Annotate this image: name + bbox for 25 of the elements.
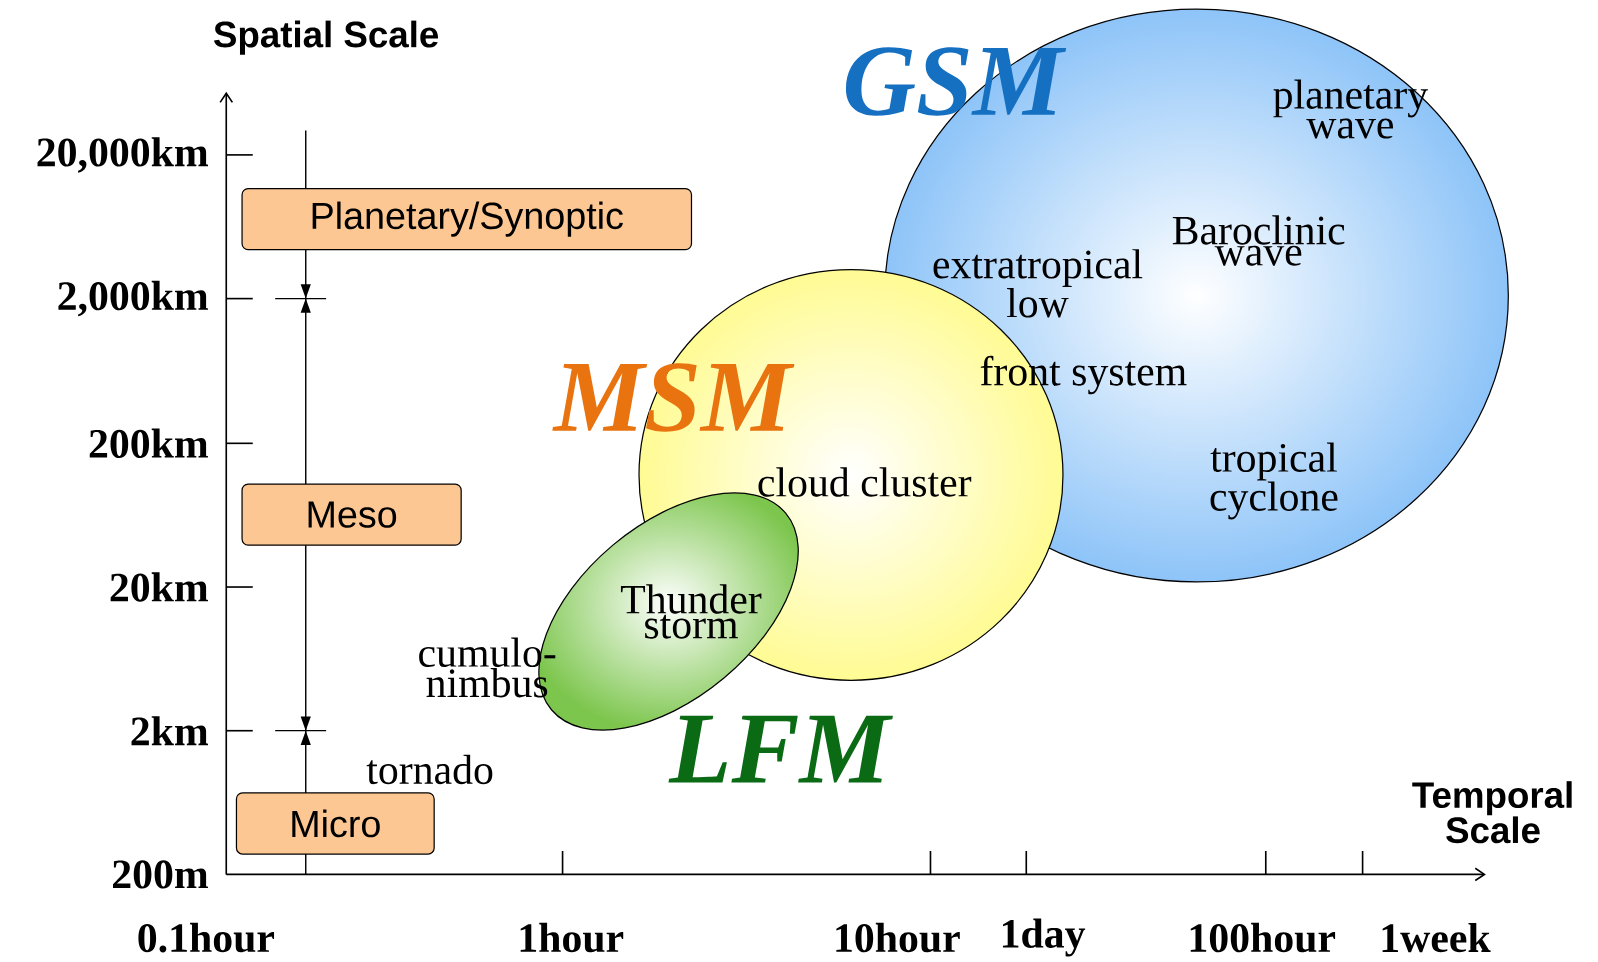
- phenomenon-label: Thunder storm: [620, 584, 762, 639]
- tick-label: 20km: [110, 572, 208, 602]
- phenomenon-label: planetary wave: [1273, 79, 1428, 139]
- scale-box: Planetary/Synoptic: [241, 187, 693, 251]
- phenomenon-label: extratropical low: [933, 249, 1143, 318]
- tick-label: 1day: [1002, 918, 1086, 957]
- tick-label: 200km: [89, 428, 208, 458]
- model-name: LFM: [668, 715, 893, 783]
- phenomenon-label: tropical cyclone: [1210, 442, 1338, 520]
- tick-label: 2,000km: [58, 280, 208, 317]
- phenomenon-label: cloud cluster: [758, 467, 972, 497]
- phenomenon-label: tornado: [366, 754, 493, 785]
- tick-label: 2km: [131, 716, 208, 746]
- tick-label: 1hour: [520, 922, 624, 953]
- axis-title: Temporal Scale: [1412, 781, 1572, 844]
- tick-label: 20,000km: [37, 137, 208, 173]
- tick-label: 100hour: [1190, 922, 1336, 953]
- scale-box: Micro: [235, 792, 435, 855]
- tick-label: 200m: [113, 860, 208, 889]
- axis-title: Spatial Scale: [214, 20, 439, 55]
- scale-box: Meso: [241, 483, 462, 546]
- tick-label: 0.1hour: [138, 922, 275, 953]
- tick-label: 1week: [1382, 922, 1491, 953]
- phenomenon-label: Baroclinic wave: [1172, 215, 1345, 266]
- tick-label: 10hour: [836, 922, 960, 953]
